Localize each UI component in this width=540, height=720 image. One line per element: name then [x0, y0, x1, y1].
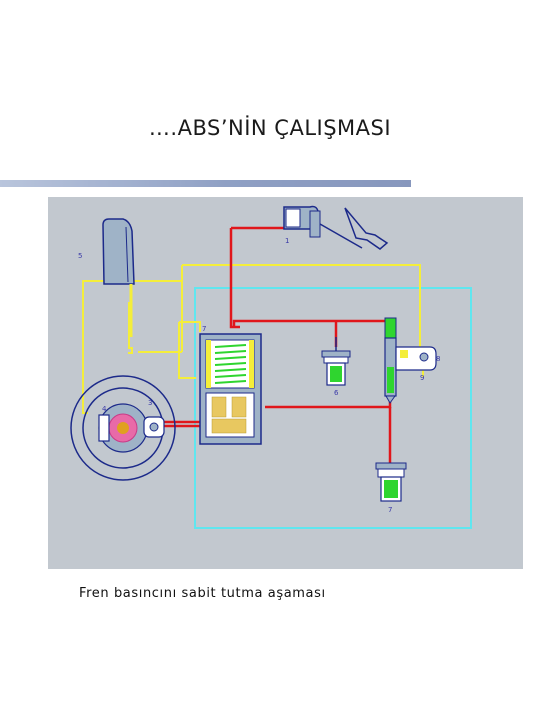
abs-diagram: 5 1 7 — [48, 197, 523, 569]
label-pressure-chamber: 6 — [334, 389, 339, 397]
label-wheel-sensor: 3 — [148, 399, 152, 407]
slide-title: ….ABS’NİN ÇALIŞMASI — [148, 116, 392, 140]
wheel-assembly: 3 4 — [70, 375, 176, 481]
slide-caption: Fren basıncını sabit tutma aşaması — [79, 586, 326, 601]
title-divider — [0, 180, 411, 187]
brake-reservoir: 5 — [78, 218, 135, 337]
label-brake-caliper: 4 — [102, 405, 107, 413]
label-reservoir: 5 — [78, 252, 82, 260]
solenoid-valve: 8 9 — [384, 317, 440, 404]
valve-chamber — [211, 396, 247, 434]
hydraulic-lines — [164, 226, 392, 467]
modulator-block: 7 — [199, 325, 262, 445]
label-modulator: 7 — [202, 325, 206, 333]
label-accumulator: 7 — [388, 506, 392, 514]
label-solenoid: 8 — [436, 355, 440, 363]
control-frame — [194, 287, 472, 529]
solenoid-coil — [214, 344, 247, 384]
master-cylinder: 1 — [283, 205, 389, 250]
label-ecu: 9 — [420, 374, 424, 382]
pressure-chamber: 6 — [321, 337, 351, 397]
accumulator: 7 — [375, 462, 407, 514]
abs-circuit-drawing: 5 1 7 — [70, 205, 472, 529]
label-master-cylinder: 1 — [285, 237, 289, 245]
